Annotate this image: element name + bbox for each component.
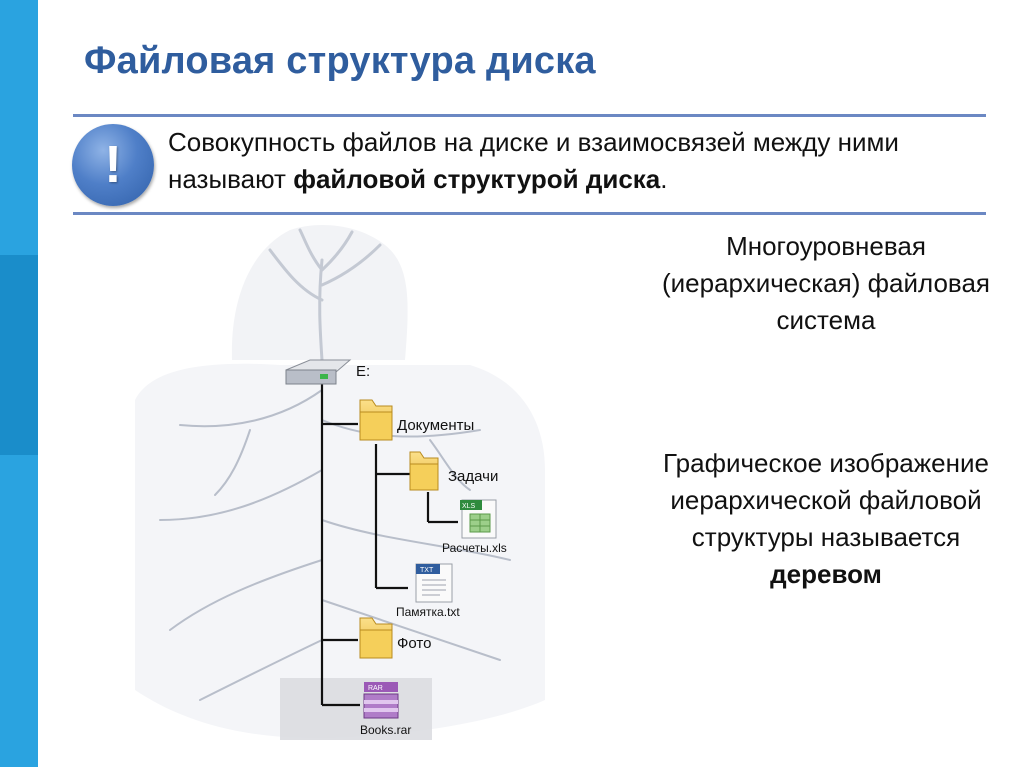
definition-main: Совокупность файлов на диске и взаимосвя… bbox=[168, 127, 899, 194]
tasks-label: Задачи bbox=[448, 468, 498, 485]
bottom-divider bbox=[73, 212, 986, 215]
documents-folder-icon bbox=[359, 399, 393, 441]
tasks-folder-icon bbox=[409, 451, 439, 491]
top-divider bbox=[73, 114, 986, 117]
exclamation-icon: ! bbox=[72, 124, 154, 206]
photo-folder-icon bbox=[359, 617, 393, 659]
xls-tag: XLS bbox=[462, 503, 476, 510]
txt-tag: TXT bbox=[420, 567, 434, 574]
definition-text: Совокупность файлов на диске и взаимосвя… bbox=[168, 124, 983, 198]
tree-connectors bbox=[320, 384, 458, 707]
rar-archive-icon bbox=[363, 682, 399, 719]
calc-file-label: Расчеты.xls bbox=[442, 541, 507, 555]
photo-label: Фото bbox=[397, 635, 431, 652]
left-accent-bar bbox=[0, 0, 38, 767]
txt-file-icon bbox=[415, 563, 453, 603]
left-accent-bar-dark bbox=[0, 255, 38, 455]
definition-term: файловой структурой диска bbox=[293, 164, 661, 194]
page-title: Файловая структура диска bbox=[84, 40, 596, 82]
tree-caption: Графическое изображение иерархической фа… bbox=[652, 445, 1000, 593]
tree-caption-term: деревом bbox=[770, 559, 882, 589]
multilevel-caption: Многоуровневая (иерархическая) файловая … bbox=[662, 231, 990, 335]
memo-file-label: Памятка.txt bbox=[396, 605, 460, 619]
drive-label: E: bbox=[356, 363, 370, 380]
exclamation-glyph: ! bbox=[104, 136, 122, 194]
books-file-label: Books.rar bbox=[360, 723, 411, 737]
drive-icon bbox=[285, 359, 352, 385]
rar-tag: RAR bbox=[368, 685, 383, 692]
tree-background-illustration bbox=[135, 225, 545, 740]
documents-label: Документы bbox=[397, 417, 474, 434]
tree-caption-main: Графическое изображение иерархической фа… bbox=[663, 448, 989, 552]
xls-file-icon bbox=[460, 499, 497, 539]
definition-end: . bbox=[660, 164, 668, 194]
